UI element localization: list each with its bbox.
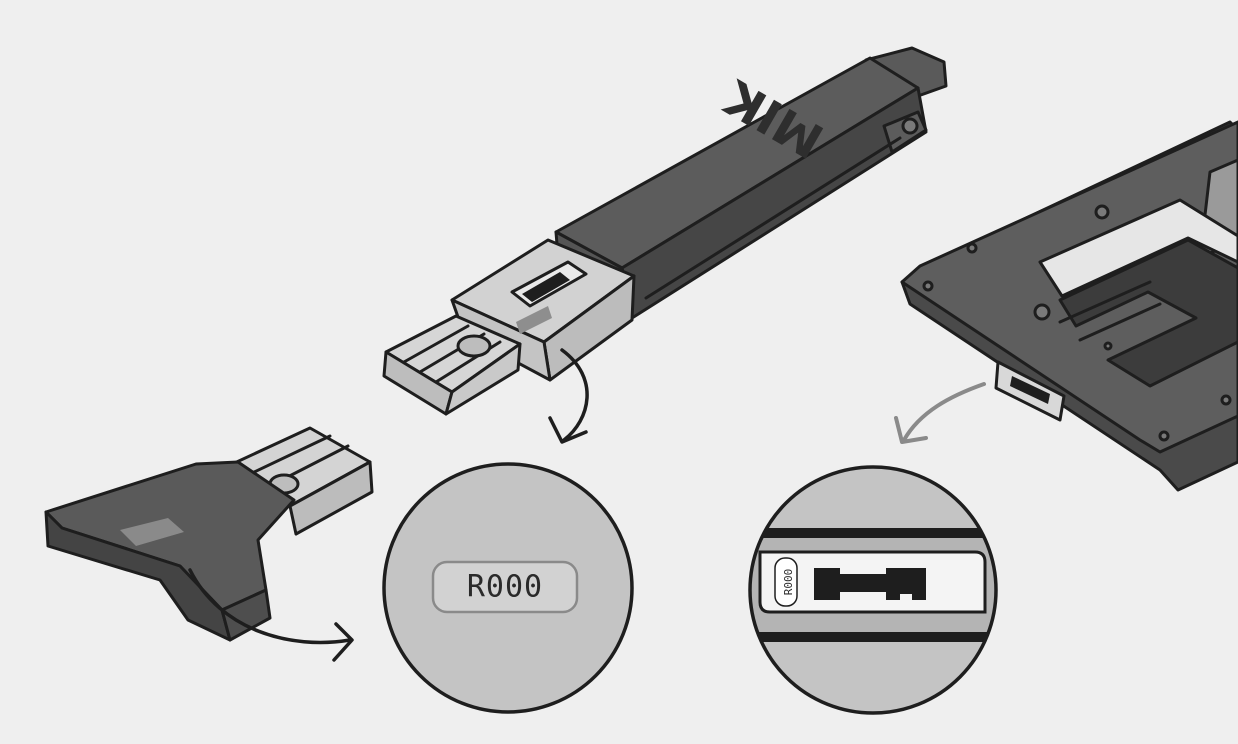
arrow-key-to-zoom bbox=[188, 568, 354, 662]
key-cap bbox=[44, 426, 374, 642]
tray-holder bbox=[900, 120, 1238, 492]
code-badge-right bbox=[774, 557, 798, 607]
zoom-circle-right: R000 bbox=[748, 465, 998, 715]
main-device: MIK bbox=[382, 46, 948, 416]
arrow-tray-to-zoom bbox=[894, 382, 986, 444]
code-plate-left bbox=[431, 560, 579, 614]
tray-label-plate bbox=[994, 360, 1066, 422]
arrow-device-to-zoom bbox=[548, 348, 589, 444]
zoom-circle-left: R000 bbox=[382, 462, 634, 714]
code-text-right: R000 bbox=[782, 569, 795, 596]
chip-symbol bbox=[814, 568, 926, 600]
code-text-left: R000 bbox=[467, 570, 543, 605]
